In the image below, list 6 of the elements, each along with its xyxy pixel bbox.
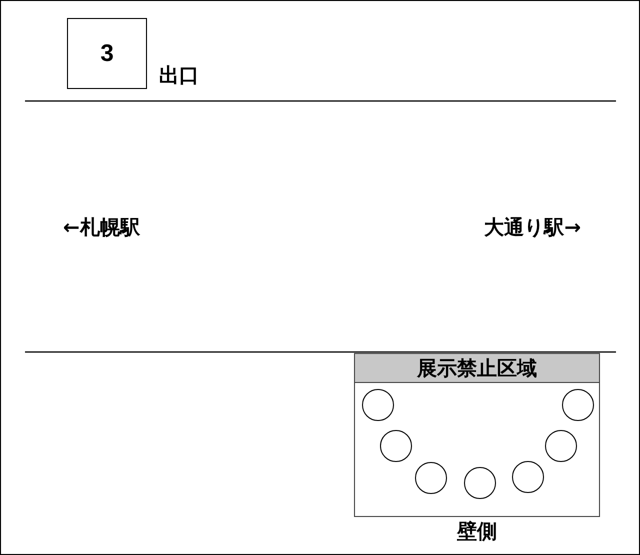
station-direction-label: ←札幌駅 [63,217,140,237]
exit-number: 3 [67,18,147,89]
station-direction-label: 大通り駅→ [484,217,581,237]
exit-label: 出口 [159,65,199,85]
wall-side-label: 壁側 [456,521,498,541]
area-heading: 展示禁止区域 [354,353,600,383]
